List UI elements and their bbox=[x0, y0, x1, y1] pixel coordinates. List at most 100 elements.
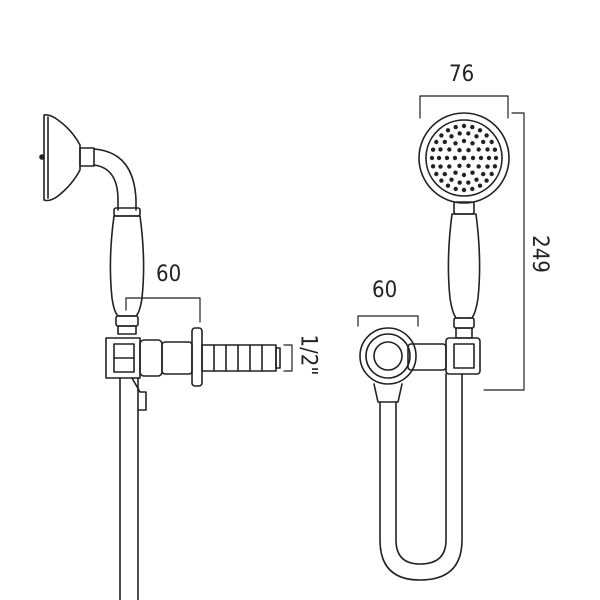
spray-nozzle bbox=[457, 180, 462, 185]
side-view-thread-body bbox=[201, 344, 277, 372]
front-view-wall-flange bbox=[359, 327, 417, 385]
side-view-handle bbox=[109, 215, 145, 317]
spray-nozzle bbox=[466, 131, 471, 136]
front-view-handle-ferrule bbox=[453, 317, 475, 329]
front-view-head-rim bbox=[425, 119, 503, 197]
spray-nozzle bbox=[438, 147, 443, 152]
front-view-hose bbox=[379, 373, 463, 581]
spray-nozzle bbox=[449, 177, 454, 182]
spray-nozzle bbox=[453, 186, 458, 192]
spray-nozzle bbox=[434, 171, 439, 177]
side-view-head-dot bbox=[39, 154, 45, 160]
spray-nozzle bbox=[457, 148, 462, 153]
side-view-thread bbox=[201, 344, 281, 372]
spray-nozzle bbox=[481, 171, 486, 177]
spray-nozzle bbox=[452, 155, 458, 161]
spray-nozzle bbox=[444, 155, 450, 161]
overall-length-label: 249 bbox=[526, 235, 552, 273]
thread-end bbox=[275, 347, 281, 369]
front-view-handle bbox=[447, 213, 481, 319]
spray-nozzle bbox=[461, 138, 467, 144]
head-diameter-label: 76 bbox=[449, 62, 475, 87]
spray-nozzle bbox=[438, 164, 443, 169]
front-view-hose-nut bbox=[373, 383, 403, 403]
spray-nozzle bbox=[449, 134, 454, 139]
front-view-neck bbox=[453, 201, 475, 215]
spray-nozzle bbox=[485, 147, 490, 152]
spray-nozzle bbox=[489, 171, 494, 177]
side-view bbox=[39, 114, 293, 600]
spray-nozzle bbox=[436, 155, 442, 161]
side-view-wall-flange bbox=[191, 327, 203, 387]
side-view-curved-tube bbox=[93, 148, 137, 211]
spray-nozzle bbox=[485, 164, 490, 169]
spray-nozzle bbox=[457, 131, 462, 136]
head-diameter-dimension bbox=[419, 95, 509, 119]
spray-nozzle bbox=[489, 139, 494, 145]
front-view-spray-nozzles bbox=[429, 123, 499, 193]
spray-nozzle bbox=[484, 133, 489, 138]
side-view-elbow bbox=[161, 341, 193, 375]
spray-nozzle bbox=[492, 164, 498, 169]
spray-nozzle bbox=[466, 163, 471, 168]
spray-nozzle bbox=[486, 155, 492, 161]
spray-nozzle bbox=[434, 139, 439, 145]
spray-nozzle bbox=[476, 164, 481, 169]
spray-nozzle bbox=[457, 163, 462, 168]
spray-nozzle bbox=[453, 124, 458, 130]
side-view-head bbox=[43, 114, 81, 202]
front-view-wall-flange-inner bbox=[365, 333, 411, 379]
spray-nozzle bbox=[439, 178, 444, 183]
spray-nozzle bbox=[470, 155, 476, 161]
spray-nozzle bbox=[478, 155, 484, 161]
side-view-curved-tube-inner bbox=[93, 164, 119, 211]
side-depth-label: 60 bbox=[156, 262, 182, 287]
front-view-holder-inner bbox=[453, 343, 475, 369]
spray-nozzle bbox=[474, 134, 479, 139]
spray-nozzle bbox=[453, 141, 458, 146]
spray-nozzle bbox=[461, 123, 467, 129]
side-view-arm bbox=[139, 339, 163, 377]
spray-nozzle bbox=[470, 170, 475, 175]
spray-nozzle bbox=[430, 164, 436, 169]
side-view-neck bbox=[79, 147, 95, 167]
spray-nozzle bbox=[442, 171, 447, 177]
overall-length-dimension bbox=[483, 112, 525, 391]
front-view-width-dimension bbox=[357, 315, 419, 327]
front-view-handle-cone bbox=[455, 327, 473, 339]
spray-nozzle bbox=[461, 187, 467, 193]
side-view-depth-dimension bbox=[125, 297, 201, 323]
spray-nozzle bbox=[481, 139, 486, 145]
spray-nozzle bbox=[474, 177, 479, 182]
spray-nozzle bbox=[442, 139, 447, 145]
spray-nozzle bbox=[477, 183, 483, 188]
spray-nozzle bbox=[447, 164, 452, 169]
spray-nozzle bbox=[470, 141, 475, 146]
side-view-handle-ferrule bbox=[115, 315, 139, 327]
front-view bbox=[357, 95, 525, 581]
front-view-head-outer bbox=[418, 112, 510, 204]
spray-nozzle bbox=[477, 128, 483, 133]
thread-size-dimension bbox=[283, 344, 293, 372]
spray-nozzle bbox=[466, 180, 471, 185]
spray-nozzle bbox=[445, 128, 451, 133]
spray-nozzle bbox=[430, 147, 436, 152]
spray-nozzle bbox=[461, 155, 467, 161]
spray-nozzle bbox=[476, 147, 481, 152]
side-view-hose-clip bbox=[131, 377, 147, 411]
spray-nozzle bbox=[445, 183, 451, 188]
spray-nozzle bbox=[447, 147, 452, 152]
front-view-outlet bbox=[373, 341, 403, 371]
spray-nozzle bbox=[429, 155, 435, 161]
spray-nozzle bbox=[453, 170, 458, 175]
side-view-hose bbox=[119, 377, 139, 600]
thread-size-label: 1/2" bbox=[295, 334, 321, 376]
spray-nozzle bbox=[470, 124, 475, 130]
spray-nozzle bbox=[466, 148, 471, 153]
spray-nozzle bbox=[439, 133, 444, 138]
spray-nozzle bbox=[461, 172, 467, 178]
spray-nozzle bbox=[493, 155, 499, 161]
spray-nozzle bbox=[484, 178, 489, 183]
